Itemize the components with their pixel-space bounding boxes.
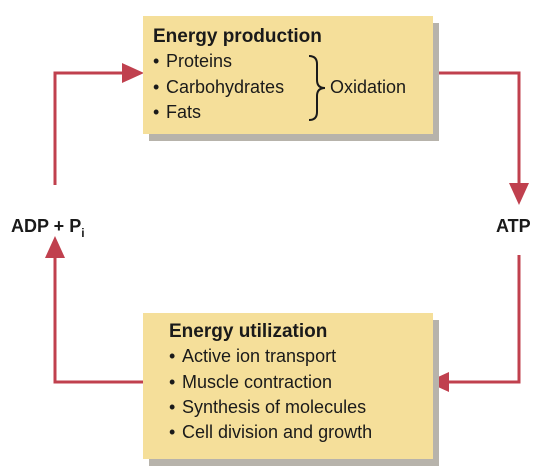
bullet: • [169,346,176,366]
energy-utilization-title: Energy utilization [169,321,328,342]
adp-label-main: ADP + P [11,216,82,236]
arrowhead-right-to-production [122,63,144,83]
bottom-right-connector [448,255,521,384]
bullet: • [169,422,176,442]
utilization-item-label: Cell division and growth [182,422,373,442]
production-item-proteins: • Proteins [153,51,232,72]
utilization-item-label: Synthesis of molecules [182,397,367,417]
utilization-item-label: Active ion transport [182,346,337,366]
production-item-fats: • Fats [153,102,201,123]
arrowhead-up-to-adp [45,236,65,258]
arrowhead-left-to-utilization [427,372,449,392]
production-item-label: Proteins [166,51,233,71]
top-right-connector [433,71,521,184]
bullet: • [153,77,160,97]
utilization-item-synthesis-of-molecules: • Synthesis of molecules [169,397,366,418]
utilization-item-label: Muscle contraction [182,372,333,392]
bullet: • [169,397,176,417]
energy-production-box: Energy production • Proteins • Carbohydrat… [143,16,433,134]
top-left-connector [53,71,123,185]
energy-utilization-box: Energy utilization • Active ion transport… [143,313,433,459]
bullet: • [153,102,160,122]
utilization-item-active-ion-transport: • Active ion transport [169,346,336,367]
grouping-brace [308,55,326,121]
bottom-left-connector [53,257,143,384]
utilization-item-muscle-contraction: • Muscle contraction [169,372,332,393]
adp-label-subscript: i [81,226,85,240]
bullet: • [169,372,176,392]
oxidation-label: Oxidation [330,77,407,97]
utilization-item-cell-division-and-growth: • Cell division and growth [169,422,372,443]
production-item-carbohydrates: • Carbohydrates [153,77,284,98]
energy-production-title: Energy production [153,26,322,47]
production-item-label: Fats [166,102,202,122]
atp-label: ATP [496,216,531,236]
arrowhead-down-to-atp [509,183,529,205]
production-item-label: Carbohydrates [166,77,285,97]
bullet: • [153,51,160,71]
adp-pi-label: ADP + Pi [11,216,85,240]
